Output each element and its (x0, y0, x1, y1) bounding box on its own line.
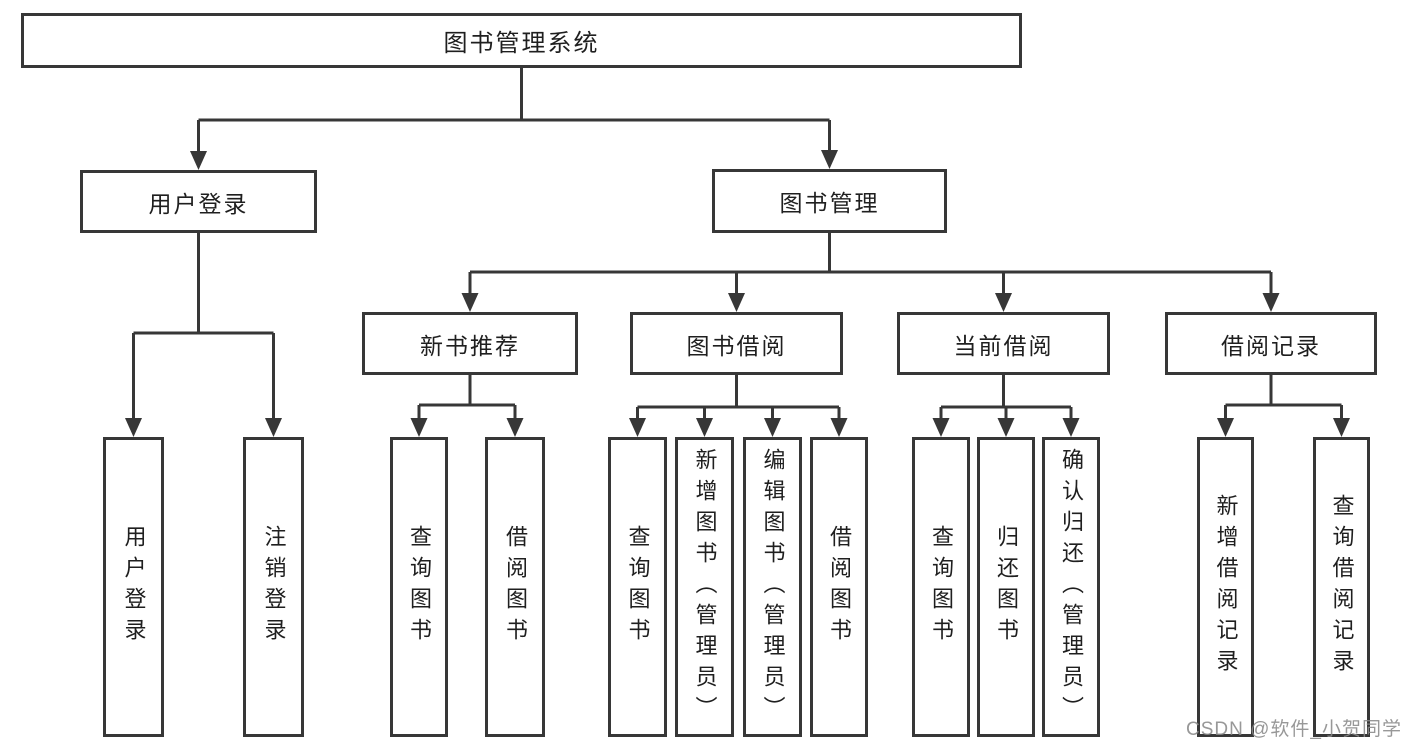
leaf-label: 归还图书 (994, 525, 1019, 649)
leaf-label: 查询图书 (929, 525, 954, 649)
node-book-management: 图书管理 (712, 169, 947, 233)
node-label: 图书管理系统 (443, 30, 600, 57)
leaf-add-books-admin: 新增图书（管理员） (675, 437, 734, 737)
connector-bookmgmt-to-level3 (461, 233, 1280, 312)
node-new-book-recommend: 新书推荐 (362, 312, 578, 375)
node-label: 用户登录 (148, 190, 249, 217)
leaf-query-books-borrowing: 查询图书 (608, 437, 667, 737)
leaf-user-login: 用户登录 (103, 437, 164, 737)
leaf-label: 查询图书 (625, 525, 651, 649)
leaf-return-books: 归还图书 (977, 437, 1035, 737)
node-borrow-records: 借阅记录 (1165, 312, 1377, 375)
node-user-login: 用户登录 (80, 170, 317, 233)
connector-borrowing-to-leaves (629, 375, 848, 437)
node-label: 图书借阅 (686, 332, 787, 359)
leaf-query-borrow-record: 查询借阅记录 (1313, 437, 1370, 737)
leaf-label: 确认归还（管理员） (1059, 447, 1084, 727)
csdn-watermark: CSDN @软件_小贺同学 (1186, 719, 1402, 740)
leaf-label: 查询图书 (407, 525, 432, 649)
leaf-confirm-return-admin: 确认归还（管理员） (1042, 437, 1100, 737)
leaf-label: 注销登录 (261, 525, 287, 649)
leaf-label: 新增借阅记录 (1213, 494, 1239, 680)
leaf-label: 查询借阅记录 (1329, 494, 1355, 680)
node-label: 新书推荐 (420, 332, 520, 359)
leaf-add-borrow-record: 新增借阅记录 (1197, 437, 1254, 737)
connector-userlogin-to-leaves (125, 233, 282, 437)
leaf-label: 编辑图书（管理员） (760, 447, 786, 727)
leaf-label: 借阅图书 (503, 525, 528, 649)
node-book-borrowing: 图书借阅 (630, 312, 843, 375)
connector-current-to-leaves (932, 375, 1080, 437)
node-current-borrowing: 当前借阅 (897, 312, 1110, 375)
node-label: 借阅记录 (1221, 332, 1321, 359)
leaf-label: 借阅图书 (827, 525, 852, 649)
leaf-label: 用户登录 (121, 525, 147, 649)
leaf-query-books-current: 查询图书 (912, 437, 970, 737)
node-label: 当前借阅 (953, 332, 1054, 359)
leaf-borrow-books: 借阅图书 (810, 437, 868, 737)
connector-records-to-leaves (1217, 375, 1350, 437)
connector-newrec-to-leaves (410, 375, 524, 437)
node-label: 图书管理 (779, 190, 880, 216)
leaf-borrow-books-recommend: 借阅图书 (485, 437, 545, 737)
leaf-logout: 注销登录 (243, 437, 304, 737)
connector-root-to-level2 (190, 68, 838, 170)
node-library-management-system: 图书管理系统 (21, 13, 1022, 68)
leaf-edit-books-admin: 编辑图书（管理员） (743, 437, 802, 737)
leaf-query-books-recommend: 查询图书 (390, 437, 448, 737)
leaf-label: 新增图书（管理员） (692, 447, 718, 727)
